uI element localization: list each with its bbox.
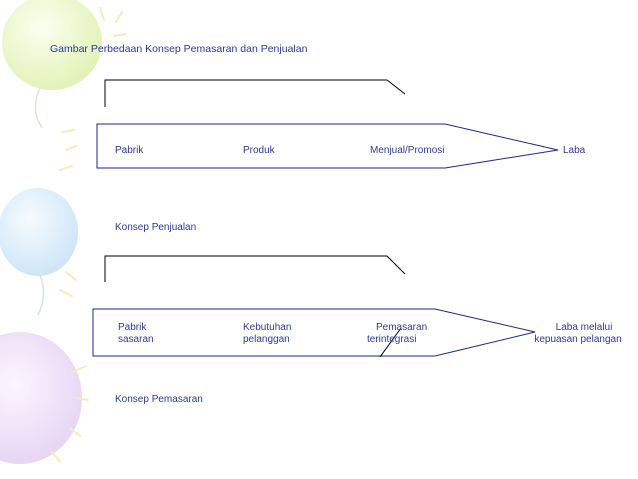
outcome-line1: Laba melalui [555, 322, 613, 333]
step-kebutuhan-pelanggan: Kebutuhan pelanggan [243, 322, 291, 346]
step-kebutuhan-line1: Kebutuhan [243, 322, 292, 333]
sparkle-rays [51, 7, 127, 463]
step-pabrik-sasaran: Pabrik sasaran [118, 322, 154, 346]
outcome-line2: kepuasan pelangan [534, 334, 622, 345]
arrow-shape-2 [92, 308, 536, 357]
arrow-shape-1 [96, 123, 559, 169]
cross-stroke [379, 327, 402, 358]
diagram-2-shapes [92, 255, 536, 358]
step-pabrik-line1: Pabrik [118, 322, 147, 333]
diagram-1-shapes [96, 79, 559, 169]
step-produk: Produk [243, 145, 275, 156]
balloon-green [2, 0, 102, 129]
outcome-laba-kepuasan: Laba melalui kepuasan pelangan [528, 322, 628, 346]
caption-konsep-pemasaran: Konsep Pemasaran [115, 394, 203, 405]
balloon-purple [0, 332, 82, 464]
step-pabrik: Pabrik [115, 145, 144, 156]
outcome-laba: Laba [563, 145, 586, 156]
step-pemasaran-line2: terintegrasi [367, 334, 417, 345]
step-menjual-promosi: Menjual/Promosi [370, 145, 445, 156]
step-kebutuhan-line2: pelanggan [243, 334, 290, 345]
page-title: Gambar Perbedaan Konsep Pemasaran dan Pe… [50, 43, 308, 55]
step-pemasaran-line1: Pemasaran [376, 322, 428, 333]
bracket-2 [104, 255, 406, 282]
caption-konsep-penjualan: Konsep Penjualan [115, 222, 197, 233]
balloon-blue [0, 188, 78, 316]
step-pabrik-line2: sasaran [118, 334, 154, 345]
bracket-1 [104, 79, 406, 107]
step-pemasaran-terintegrasi: Pemasaran terintegrasi [367, 322, 427, 346]
